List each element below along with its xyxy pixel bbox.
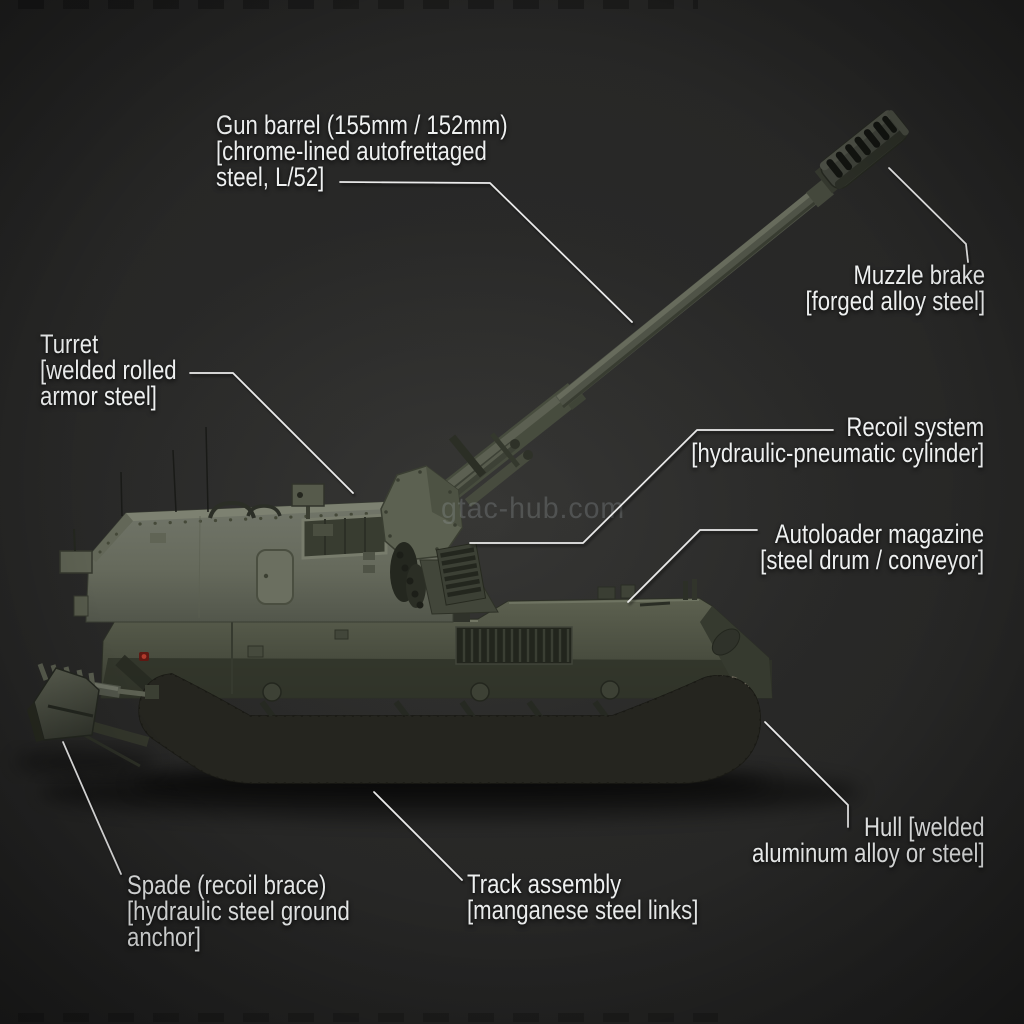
tail-light xyxy=(139,652,149,661)
label-line: [hydraulic-pneumatic cylinder] xyxy=(691,438,984,468)
label-gun-barrel: Gun barrel (155mm / 152mm)[chrome-lined … xyxy=(216,110,508,192)
label-line: [chrome-lined autofrettaged xyxy=(216,136,487,166)
label-line: armor steel] xyxy=(40,381,157,411)
label-line: anchor] xyxy=(127,922,201,952)
spade-part xyxy=(27,663,159,768)
label-muzzle-brake: Muzzle brake[forged alloy steel] xyxy=(805,260,985,316)
label-line: Hull [welded xyxy=(864,812,985,842)
label-line: [forged alloy steel] xyxy=(805,286,985,316)
label-line: aluminum alloy or steel] xyxy=(752,838,985,868)
label-line: [manganese steel links] xyxy=(467,895,699,925)
label-line: Track assembly xyxy=(467,869,622,899)
label-line: Gun barrel (155mm / 152mm) xyxy=(216,110,508,140)
roof-basket xyxy=(301,513,388,560)
label-line: [hydraulic steel ground xyxy=(127,896,350,926)
label-autoloader-magazine: Autoloader magazine[steel drum / conveyo… xyxy=(760,519,984,575)
engine-grille xyxy=(455,626,573,665)
label-track-assembly: Track assembly[manganese steel links] xyxy=(467,869,699,925)
handrail xyxy=(246,504,282,517)
return-rollers xyxy=(262,680,620,702)
label-line: [steel drum / conveyor] xyxy=(760,545,984,575)
label-line: Muzzle brake xyxy=(853,260,985,290)
film-strip-bottom xyxy=(18,1013,718,1022)
gun-mount-part xyxy=(380,465,499,615)
antenna xyxy=(120,426,209,517)
label-spade: Spade (recoil brace)[hydraulic steel gro… xyxy=(127,870,350,952)
louver-panel xyxy=(435,542,487,606)
film-strip-top xyxy=(18,0,698,9)
label-line: [welded rolled xyxy=(40,355,177,385)
watermark: gtac-hub.com xyxy=(441,492,626,525)
label-line: Autoloader magazine xyxy=(774,519,984,549)
label-line: Recoil system xyxy=(846,412,984,442)
label-recoil-system: Recoil system[hydraulic-pneumatic cylind… xyxy=(691,412,984,468)
muzzle-brake-part xyxy=(814,110,909,194)
track-assembly-part xyxy=(139,674,760,783)
turret-hatch xyxy=(256,549,294,605)
label-line: steel, L/52] xyxy=(216,162,325,192)
label-line: Turret xyxy=(40,329,99,359)
label-line: Spade (recoil brace) xyxy=(127,870,327,900)
